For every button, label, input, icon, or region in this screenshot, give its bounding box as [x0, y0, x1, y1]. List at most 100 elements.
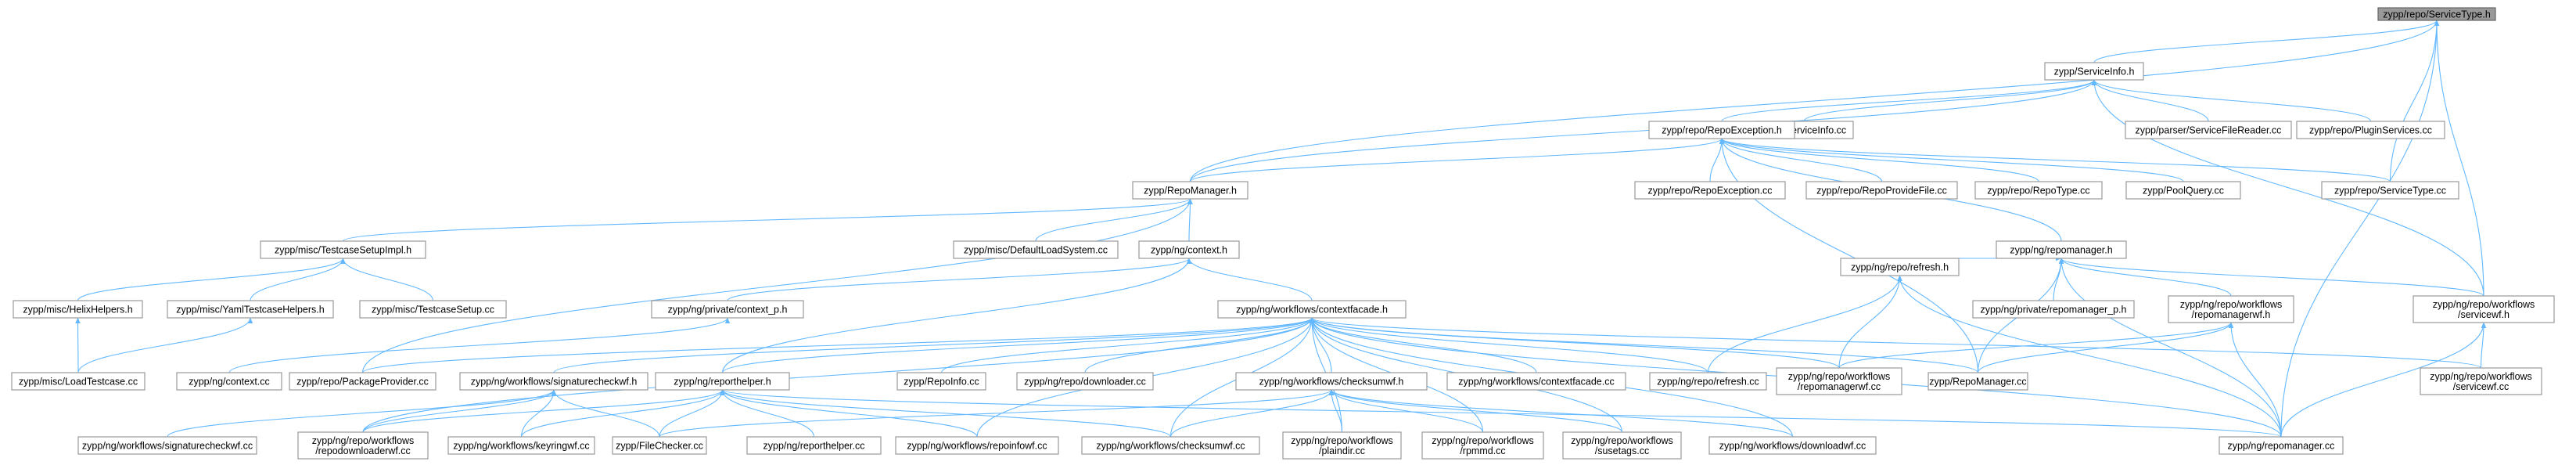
node-zypp-repo-packageprovider-cc[interactable]: zypp/repo/PackageProvider.cc: [289, 372, 437, 391]
node-label: zypp/ng/repo/workflows: [2180, 299, 2283, 310]
node-zypp-repo-repoexception-h[interactable]: zypp/repo/RepoException.h: [1648, 121, 1795, 139]
edge-n41-to-n32: [659, 389, 1334, 438]
node-zypp-ng-repo-downloader-cc[interactable]: zypp/ng/repo/downloader.cc: [1016, 372, 1154, 391]
node-label: zypp/ng/repo/workflows: [1788, 371, 1891, 382]
node-zypp-ng-reporthelper-cc[interactable]: zypp/ng/reporthelper.cc: [746, 436, 882, 455]
node-label: zypp/repo/RepoException.cc: [1647, 186, 1772, 197]
node-zypp-ng-workflows-checksumwf-h[interactable]: zypp/ng/workflows/checksumwf.h: [1235, 372, 1428, 391]
node-zypp-misc-helixhelpers-h[interactable]: zypp/misc/HelixHelpers.h: [13, 300, 143, 319]
edge-n49-to-n0: [2280, 20, 2440, 438]
node-zypp-repo-repoprovidefile-cc[interactable]: zypp/repo/RepoProvideFile.cc: [1805, 181, 1958, 200]
node-zypp-ng-repo-workflows-plaindir-cc[interactable]: zypp/ng/repo/workflows/plaindir.cc: [1282, 431, 1402, 460]
edge-n33-to-n20: [1309, 317, 1537, 373]
node-label: zypp/FileChecker.cc: [616, 441, 703, 452]
node-zypp-ng-repo-refresh-h[interactable]: zypp/ng/repo/refresh.h: [1840, 258, 1960, 276]
node-box: [651, 300, 804, 319]
node-zypp-ng-context-cc[interactable]: zypp/ng/context.cc: [176, 372, 282, 391]
node-box: [612, 436, 707, 455]
node-zypp-ng-workflows-keyringwf-cc[interactable]: zypp/ng/workflows/keyringwf.cc: [447, 436, 595, 455]
node-label: zypp/ng/reporthelper.h: [674, 377, 771, 388]
node-zypp-ng-private-context-p-h[interactable]: zypp/ng/private/context_p.h: [651, 300, 804, 319]
node-zypp-parser-servicefilereader-cc[interactable]: zypp/parser/ServiceFileReader.cc: [2125, 121, 2292, 139]
node-zypp-ng-repo-refresh-cc[interactable]: zypp/ng/repo/refresh.cc: [1649, 372, 1767, 391]
node-zypp-ng-workflows-signaturecheckwf-h[interactable]: zypp/ng/workflows/signaturecheckwf.h: [459, 372, 648, 391]
node-label: zypp/repo/PluginServices.cc: [2309, 125, 2432, 136]
node-zypp-ng-workflows-contextfacade-h[interactable]: zypp/ng/workflows/contextfacade.h: [1217, 300, 1407, 319]
node-zypp-ng-workflows-downloadwf-cc[interactable]: zypp/ng/workflows/downloadwf.cc: [1708, 436, 1877, 455]
node-box: [1081, 436, 1260, 455]
node-label: zypp/misc/TestcaseSetupImpl.h: [275, 245, 411, 256]
node-box: [2420, 367, 2542, 395]
node-label: /servicewf.cc: [2453, 381, 2510, 392]
node-box: [2125, 181, 2241, 200]
node-zypp-ng-workflows-signaturecheckwf-cc[interactable]: zypp/ng/workflows/signaturecheckwf.cc: [77, 436, 257, 455]
node-zypp-ng-context-h[interactable]: zypp/ng/context.h: [1138, 240, 1240, 259]
node-zypp-repo-repotype-cc[interactable]: zypp/repo/RepoType.cc: [1974, 181, 2103, 200]
edge-n19-to-n14: [727, 258, 1192, 301]
node-zypp-repo-servicetype-cc[interactable]: zypp/repo/ServiceType.cc: [2321, 181, 2459, 200]
node-zypp-poolquery-cc[interactable]: zypp/PoolQuery.cc: [2125, 181, 2241, 200]
edge-n34-to-n21: [1707, 275, 1902, 373]
node-box: [447, 436, 595, 455]
edge-n20-to-n14: [1186, 258, 1313, 301]
node-zypp-ng-repo-workflows-servicewf-h[interactable]: zypp/ng/repo/workflows/servicewf.h: [2413, 295, 2555, 323]
node-zypp-ng-repo-workflows-repomanagerwf-cc[interactable]: zypp/ng/repo/workflows/repomanagerwf.cc: [1776, 367, 1902, 395]
edge-n41-to-n28: [551, 389, 660, 438]
edge-n44-to-n32: [1169, 389, 1335, 438]
node-zypp-ng-repo-workflows-repomanagerwf-h[interactable]: zypp/ng/repo/workflows/repomanagerwf.h: [2168, 295, 2294, 323]
node-zypp-ng-workflows-checksumwf-cc[interactable]: zypp/ng/workflows/checksumwf.cc: [1081, 436, 1260, 455]
edge-n31-to-n20: [1084, 317, 1315, 373]
node-label: zypp/misc/DefaultLoadSystem.cc: [964, 245, 1108, 256]
node-label: zypp/ng/context.h: [1151, 245, 1227, 256]
edge-n49-to-n21: [1897, 275, 2282, 438]
node-zypp-ng-repomanager-cc[interactable]: zypp/ng/repomanager.cc: [2219, 436, 2344, 455]
node-label: zypp/RepoManager.h: [1144, 186, 1237, 197]
node-zypp-misc-defaultloadsystem-cc[interactable]: zypp/misc/DefaultLoadSystem.cc: [953, 240, 1119, 259]
node-box: [1649, 372, 1767, 391]
node-label: /rpmmd.cc: [1460, 445, 1505, 456]
node-label: zypp/ng/repo/workflows: [2430, 371, 2532, 382]
node-label: zypp/PoolQuery.cc: [2143, 186, 2224, 197]
node-box: [1217, 300, 1407, 319]
edge-n11-to-n0: [2389, 20, 2440, 182]
node-box: [1562, 431, 1682, 460]
node-label: zypp/parser/ServiceFileReader.cc: [2136, 125, 2282, 136]
node-zypp-ng-repo-workflows-repodownloaderwf-cc[interactable]: zypp/ng/repo/workflows/repodownloaderwf.…: [297, 431, 429, 460]
node-zypp-repomanager-h[interactable]: zypp/RepoManager.h: [1132, 181, 1248, 200]
node-label: zypp/ng/repo/refresh.h: [1851, 262, 1949, 273]
node-zypp-misc-loadtestcase-cc[interactable]: zypp/misc/LoadTestcase.cc: [11, 372, 146, 391]
node-label: zypp/ng/workflows/keyringwf.cc: [453, 441, 589, 452]
edge-n7-to-n3: [1709, 138, 1725, 182]
node-zypp-ng-private-repomanager-p-h[interactable]: zypp/ng/private/repomanager_p.h: [1972, 300, 2135, 319]
node-zypp-repo-pluginservices-cc[interactable]: zypp/repo/PluginServices.cc: [2296, 121, 2445, 139]
node-zypp-misc-yamltestcasehelpers-h[interactable]: zypp/misc/YamlTestcaseHelpers.h: [167, 300, 334, 319]
node-box: [1974, 181, 2103, 200]
node-box: [1016, 372, 1154, 391]
edge-n34-to-n20: [1309, 317, 1709, 373]
node-zypp-ng-workflows-repoinfowf-cc[interactable]: zypp/ng/workflows/repoinfowf.cc: [895, 436, 1059, 455]
edge-n27-to-n6: [361, 198, 1193, 373]
edge-n41-to-n29: [659, 389, 725, 438]
node-zypp-ng-repo-workflows-servicewf-cc[interactable]: zypp/ng/repo/workflows/servicewf.cc: [2420, 367, 2542, 395]
node-box: [655, 372, 790, 391]
edge-n49-to-n23: [2228, 322, 2282, 438]
node-zypp-ng-reporthelper-h[interactable]: zypp/ng/reporthelper.h: [655, 372, 790, 391]
node-zypp-serviceinfo-h[interactable]: zypp/ServiceInfo.h: [2044, 62, 2144, 81]
node-label: zypp/ng/repo/workflows: [312, 435, 415, 446]
edge-n25-to-n16: [75, 317, 81, 373]
node-zypp-repoinfo-cc[interactable]: zypp/RepoInfo.cc: [896, 372, 986, 391]
node-zypp-repo-repoexception-cc[interactable]: zypp/repo/RepoException.cc: [1634, 181, 1786, 200]
node-zypp-ng-workflows-contextfacade-cc[interactable]: zypp/ng/workflows/contextfacade.cc: [1446, 372, 1626, 391]
node-zypp-filechecker-cc[interactable]: zypp/FileChecker.cc: [612, 436, 707, 455]
edge-n47-to-n32: [1328, 389, 1623, 433]
node-zypp-misc-testcasesetup-cc[interactable]: zypp/misc/TestcaseSetup.cc: [359, 300, 507, 319]
node-zypp-repomanager-cc[interactable]: zypp/RepoManager.cc: [1928, 372, 2028, 391]
edge-n4-to-n1: [2091, 79, 2209, 122]
node-zypp-misc-testcasesetupimpl-h[interactable]: zypp/misc/TestcaseSetupImpl.h: [260, 240, 426, 259]
node-zypp-ng-repo-workflows-rpmmd-cc[interactable]: zypp/ng/repo/workflows/rpmmd.cc: [1421, 431, 1544, 460]
node-box: [953, 240, 1119, 259]
node-zypp-ng-repo-workflows-susetags-cc[interactable]: zypp/ng/repo/workflows/susetags.cc: [1562, 431, 1682, 460]
edge-n17-to-n12: [250, 258, 346, 301]
node-zypp-ng-repomanager-h[interactable]: zypp/ng/repomanager.h: [1996, 240, 2127, 259]
node-box: [260, 240, 426, 259]
